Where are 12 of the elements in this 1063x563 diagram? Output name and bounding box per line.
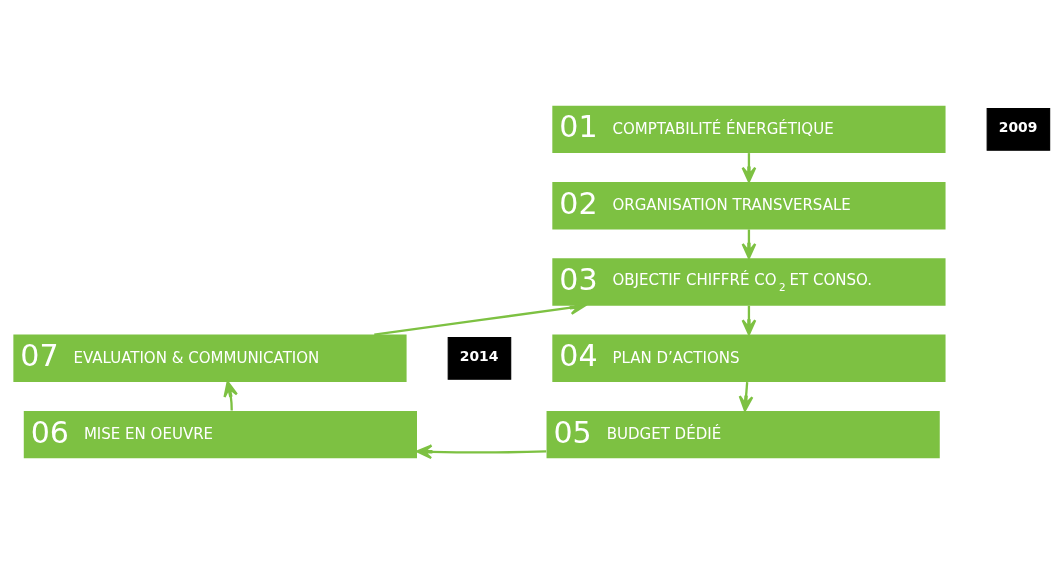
arrow bbox=[416, 443, 547, 459]
node-box: 01 COMPTABILITÉ ÉNERGÉTIQUE bbox=[552, 105, 946, 153]
node-box: 02 ORGANISATION TRANSVERSALE bbox=[552, 181, 946, 229]
node-label: 2009 bbox=[998, 118, 1038, 135]
node-label: 2014 bbox=[459, 347, 499, 364]
arrow bbox=[223, 380, 238, 411]
node-box: 06 MISE EN OEUVRE bbox=[23, 410, 417, 458]
node-box: 07 EVALUATION & COMMUNICATION bbox=[13, 334, 407, 382]
node-box: 04 PLAN D’ACTIONS bbox=[552, 334, 946, 382]
arrow bbox=[738, 381, 754, 412]
node-box: 05 BUDGET DÉDIÉ bbox=[546, 410, 940, 458]
node-box: 03 OBJECTIF CHIFFRÉ CO$_{2}$ ET CONSO. bbox=[552, 257, 946, 306]
